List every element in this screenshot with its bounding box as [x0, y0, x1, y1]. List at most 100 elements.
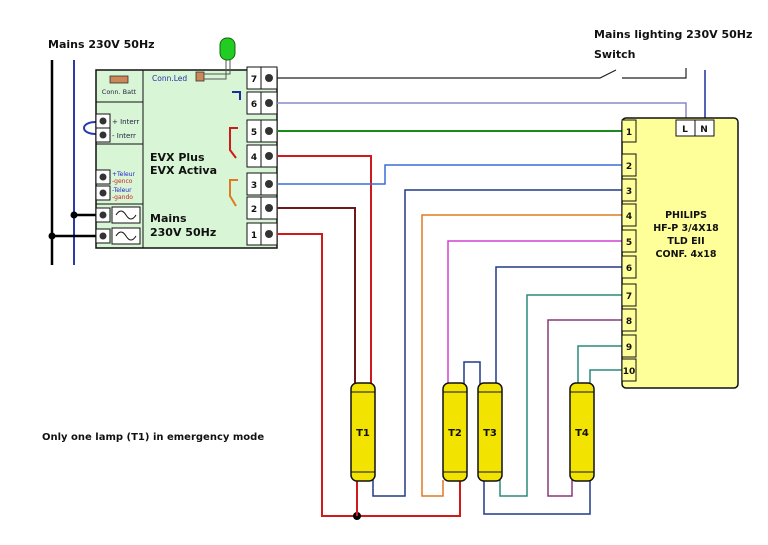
ballast-label-2: HF-P 3/4X18 [653, 223, 719, 234]
led-connector-icon [195, 71, 205, 82]
ballast-terminal-label: 8 [626, 317, 632, 327]
battery-connector-icon [109, 75, 129, 84]
mains-label: Mains 230V 50Hz [48, 38, 155, 51]
ballast-terminal-label: 4 [626, 212, 632, 222]
module-terminal-label: 5 [251, 128, 257, 138]
wire-red-t1-top [277, 155, 372, 385]
wire-navy-3 [483, 480, 591, 515]
lamp-label: T1 [356, 428, 370, 439]
wire-magenta [447, 240, 622, 385]
wire-teal [499, 294, 622, 497]
screw-icon [265, 127, 273, 135]
module-terminal-label: 4 [251, 153, 257, 163]
telecmd-2a-label: -Teleur [112, 187, 132, 194]
ac-sine-icon [115, 231, 137, 241]
ballast-terminal-label: 1 [626, 128, 632, 138]
lamp-tube [350, 382, 376, 482]
module-title-2: EVX Activa [150, 164, 217, 177]
relay-contact [232, 91, 241, 100]
ballast-terminal-box [621, 334, 637, 358]
lamp-group: T1 T2 T3 T4 [350, 382, 595, 482]
conn-led-label: Conn.Led [152, 74, 187, 83]
ballast-terminal-label: 2 [626, 162, 632, 172]
ballast-terminal-label: 9 [626, 343, 632, 353]
lamp-label: T4 [575, 428, 589, 439]
ballast-terminal-label: 3 [626, 187, 632, 197]
switch-label: Switch [594, 48, 635, 61]
module-terminal-label: 2 [251, 205, 257, 215]
screw-icon [99, 131, 107, 139]
wire-navy-2 [495, 266, 622, 385]
ballast-terminal-box [621, 153, 637, 177]
wire-purple [547, 319, 622, 497]
ballast-terminal-label: 7 [626, 292, 632, 302]
wire-lavender [277, 102, 687, 120]
lamp-label: T3 [483, 428, 497, 439]
ballast-terminal-n: N [700, 125, 708, 135]
lamp-tube [442, 382, 468, 482]
led-icon [219, 37, 236, 61]
ballast-label-3: TLD EII [667, 236, 704, 247]
note-label: Only one lamp (T1) in emergency mode [42, 432, 264, 443]
screw-icon [265, 74, 273, 82]
module-terminal-block: 7 6 5 4 3 2 1 [246, 66, 278, 246]
ballast-terminal-box [621, 308, 637, 332]
junction-dot [48, 232, 56, 240]
screw-icon [99, 232, 107, 240]
led-wire [204, 60, 231, 75]
screw-icon [265, 180, 273, 188]
wire-teal-3 [589, 369, 622, 385]
telecmd-1b-label: -genco [112, 178, 133, 185]
ballast-terminal-box [621, 283, 637, 307]
interr-plus-label: + Interr [112, 118, 139, 126]
ballast-terminal-label: 6 [626, 264, 632, 274]
ballast-terminal-label: 10 [623, 367, 636, 377]
module-mains-1: Mains [150, 212, 187, 225]
relay-contact [229, 179, 238, 207]
wire-darkred [277, 207, 356, 385]
screw-icon [265, 204, 273, 212]
ballast-terminal-box [621, 203, 637, 227]
lamp-tube [477, 382, 503, 482]
module-terminal-label: 7 [251, 75, 257, 85]
ballast-terminal-l: L [682, 125, 688, 135]
module-mains-2: 230V 50Hz [150, 226, 216, 239]
philips-ballast [621, 117, 739, 389]
wire-blue [277, 164, 622, 185]
ac-sine-icon [115, 210, 137, 220]
screw-icon [99, 189, 107, 197]
lamp-label: T2 [448, 428, 462, 439]
screw-icon [265, 99, 273, 107]
wire-t2-t3-bridge [463, 361, 481, 385]
ballast-label-1: PHILIPS [665, 210, 707, 221]
mains-lighting-label: Mains lighting 230V 50Hz [594, 28, 752, 41]
wire-navy [372, 189, 622, 497]
wire-teal-2 [577, 345, 622, 385]
ballast-terminal-box [621, 229, 637, 253]
telecmd-1a-label: +Teleur [112, 171, 136, 178]
ballast-terminal-box [621, 358, 637, 382]
module-terminal-label: 3 [251, 181, 257, 191]
wire-red-loop [277, 233, 461, 517]
screw-icon [265, 152, 273, 160]
interr-loop [83, 121, 97, 135]
module-title-1: EVX Plus [150, 151, 205, 164]
wire-switch [277, 68, 687, 79]
wire-orange [421, 214, 622, 497]
lamp-tube [569, 382, 595, 482]
telecmd-2b-label: -gando [112, 194, 133, 201]
module-terminal-label: 1 [251, 231, 257, 241]
screw-icon [265, 230, 273, 238]
ballast-label-4: CONF. 4x18 [656, 249, 717, 260]
conn-batt-label: Conn. Batt [102, 88, 137, 96]
screw-icon [99, 173, 107, 181]
module-terminal-label: 6 [251, 100, 257, 110]
ballast-terminal-box [621, 119, 637, 143]
interr-minus-label: - Interr [112, 132, 136, 140]
ballast-terminal-box [621, 255, 637, 279]
relay-contact [229, 127, 238, 159]
led-wire [204, 60, 227, 80]
